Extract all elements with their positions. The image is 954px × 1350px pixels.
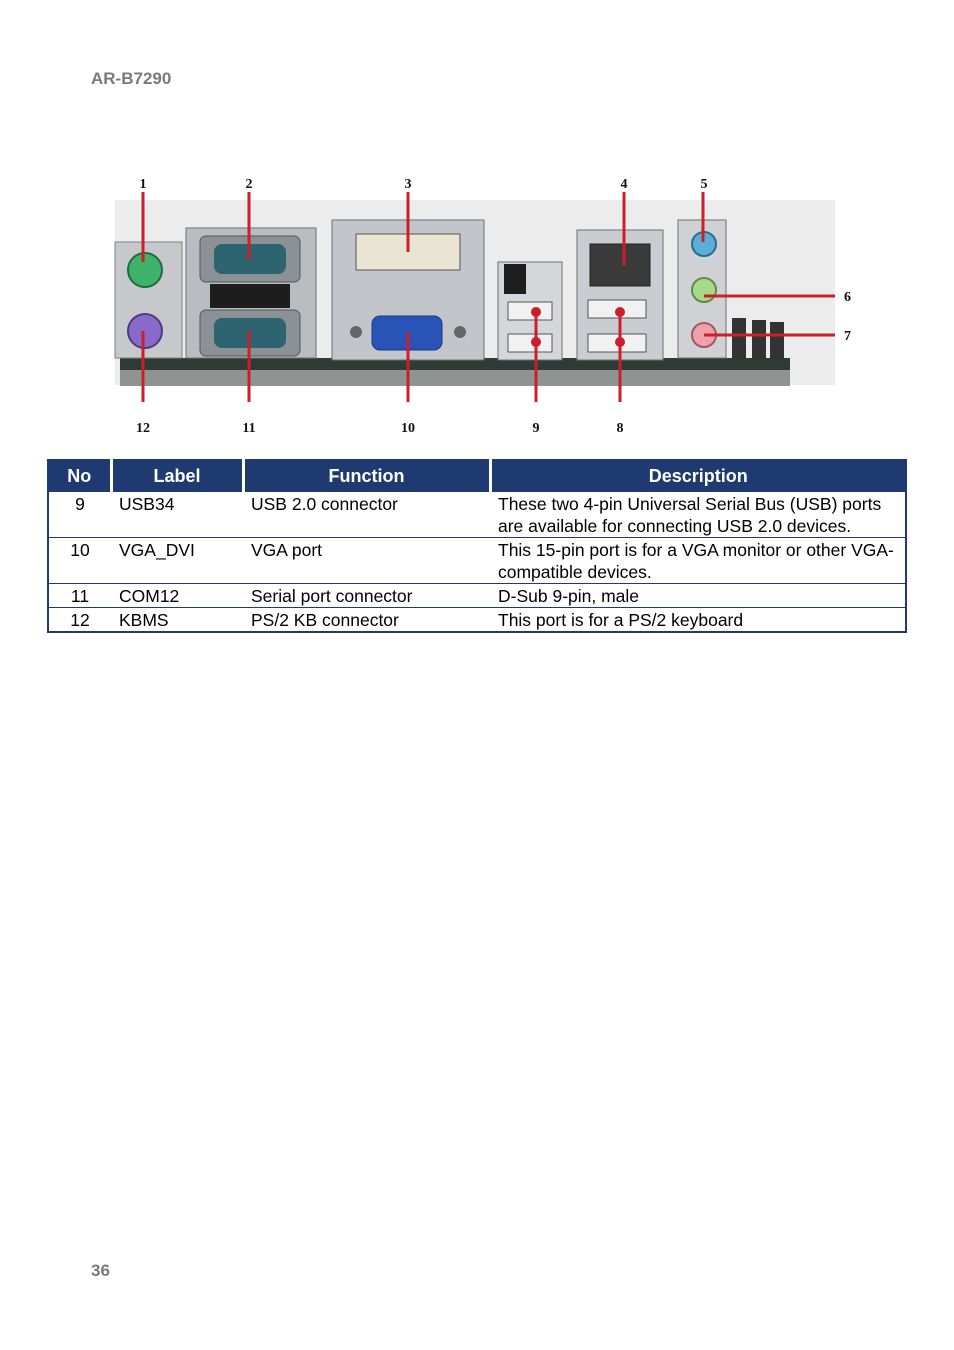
header-label: Label <box>109 460 243 492</box>
cell-function: USB 2.0 connector <box>251 494 398 514</box>
cell-label: KBMS <box>111 607 243 632</box>
pcb-underside <box>120 370 790 386</box>
cell-label: VGA_DVI <box>111 537 243 584</box>
cell-description: This port is for a PS/2 keyboard <box>490 607 906 632</box>
callout-2: 2 <box>246 177 253 192</box>
table-row: 12 KBMS PS/2 KB connector This port is f… <box>48 607 906 632</box>
cell-function: Serial port connector <box>243 583 490 608</box>
callout-4: 4 <box>621 177 628 192</box>
cell-description: These two 4-pin Universal Serial Bus (US… <box>498 494 882 536</box>
rear-panel-illustration: 1 2 3 4 5 6 7 12 11 10 9 8 <box>114 177 851 436</box>
connector-table: No Label Function Description 9 USB34 US… <box>47 459 907 633</box>
cell-description: D-Sub 9-pin, male <box>490 583 906 608</box>
table-header-row: No Label Function Description <box>48 460 906 492</box>
callout-11: 11 <box>242 421 255 436</box>
document-header: AR-B7290 <box>91 69 172 88</box>
table-row: 11 COM12 Serial port connector D-Sub 9-p… <box>48 583 906 608</box>
cell-description: This 15-pin port is for a VGA monitor or… <box>490 537 906 584</box>
callout-5: 5 <box>701 177 708 192</box>
callout-12: 12 <box>136 421 150 436</box>
header-no: No <box>48 460 111 492</box>
header-description: Description <box>488 460 906 492</box>
page-number: 36 <box>91 1261 110 1280</box>
callout-7: 7 <box>844 329 851 344</box>
rear-panel-figure: 1 2 3 4 5 6 7 12 11 10 9 8 <box>80 170 880 440</box>
callout-3: 3 <box>405 177 412 192</box>
callout-1: 1 <box>140 177 147 192</box>
usb-ports-9-graphic <box>497 261 563 361</box>
cell-label: COM12 <box>111 583 243 608</box>
table-row: 10 VGA_DVI VGA port This 15-pin port is … <box>48 537 906 584</box>
cell-label: USB34 <box>119 494 175 514</box>
table-row: 9 USB34 USB 2.0 connector These two 4-pi… <box>48 492 906 538</box>
pcb-edge <box>120 358 790 372</box>
header-function: Function <box>241 460 490 492</box>
callout-10: 10 <box>401 421 415 436</box>
cell-no: 9 <box>75 494 85 514</box>
cell-no: 10 <box>48 537 111 584</box>
cell-no: 12 <box>48 607 111 632</box>
serial-ports-graphic <box>185 227 317 359</box>
callout-8: 8 <box>617 421 624 436</box>
callout-lines <box>141 192 835 402</box>
cell-function: PS/2 KB connector <box>243 607 490 632</box>
callout-9: 9 <box>533 421 540 436</box>
cell-no: 11 <box>48 583 111 608</box>
cell-function: VGA port <box>243 537 490 584</box>
ps2-ports-graphic <box>114 241 183 359</box>
callout-6: 6 <box>844 290 851 305</box>
callout-dots <box>531 307 625 347</box>
